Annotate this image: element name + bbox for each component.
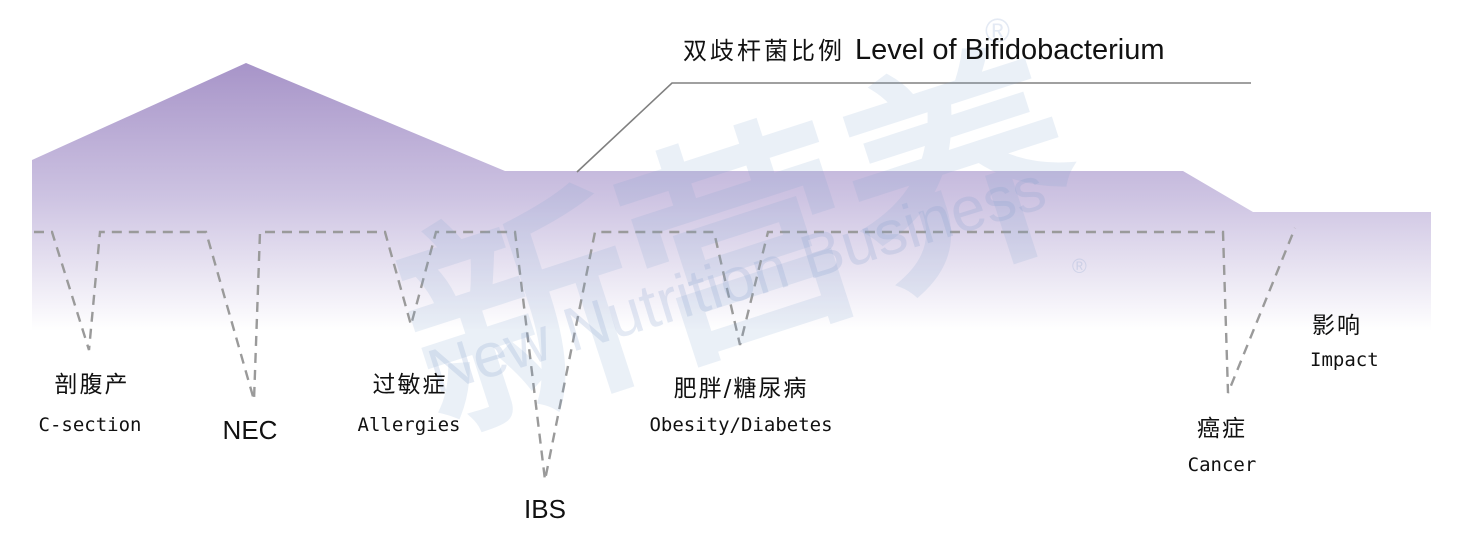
condition-ibs: IBS [524,494,566,524]
impact-label-cn: 影响 [1312,313,1362,339]
condition-allergies-cn: 过敏症 [372,372,448,398]
condition-nec: NEC [222,415,278,445]
title-leader-line [576,82,1251,173]
chart-title: 双歧杆菌比例 Level of Bifidobacterium [683,36,1165,65]
title-chinese: 双歧杆菌比例 [683,37,845,65]
impact-dashed-line [34,227,1297,481]
condition-csection-en: C-section [38,414,142,436]
watermark-registered-mark-small: ® [1072,256,1087,278]
condition-cancer-cn: 癌症 [1197,416,1247,442]
condition-obesity-diabetes-en: Obesity/Diabetes [649,414,833,436]
bifidobacterium-level-band [32,63,1431,331]
title-english: Level of Bifidobacterium [855,34,1165,66]
condition-cancer-en: Cancer [1187,454,1257,476]
impact-label-en: Impact [1310,349,1379,371]
condition-csection-cn: 剖腹产 [54,372,130,398]
condition-allergies-en: Allergies [357,414,461,436]
condition-obesity-diabetes-cn: 肥胖/糖尿病 [673,376,809,402]
